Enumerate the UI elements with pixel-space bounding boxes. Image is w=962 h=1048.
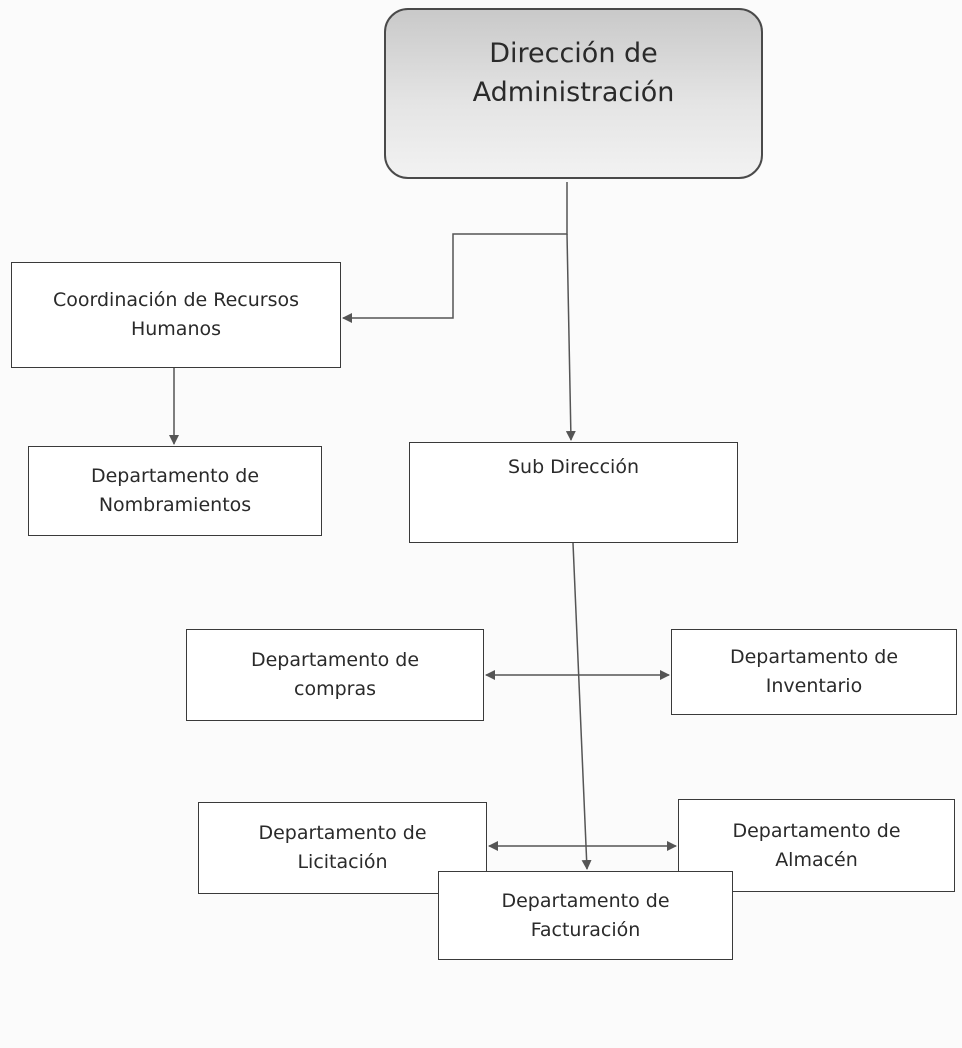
node-departamento-compras: Departamento de compras — [186, 629, 484, 721]
node-direccion-administracion: Dirección de Administración — [384, 8, 763, 179]
node-departamento-facturacion: Departamento de Facturación — [438, 871, 733, 960]
node-label-line1: Dirección de — [489, 38, 658, 69]
node-label-line1: Departamento de — [90, 465, 260, 487]
node-label-line1: Sub Dirección — [507, 456, 640, 478]
node-label-line2: Licitación — [297, 851, 388, 873]
node-label-line1: Departamento de — [732, 819, 901, 842]
node-label-line1: Departamento de — [729, 646, 899, 668]
node-label-line1: Coordinación de Recursos — [53, 289, 299, 311]
node-label-line2: Administración — [472, 77, 675, 108]
node-label-line2: Nombramientos — [98, 494, 252, 516]
node-departamento-nombramientos: Departamento de Nombramientos — [28, 446, 322, 536]
node-label-line1: Departamento de — [501, 889, 670, 912]
node-coordinacion-recursos-humanos: Coordinación de Recursos Humanos — [11, 262, 341, 368]
node-label-line2: compras — [294, 678, 376, 700]
node-departamento-inventario: Departamento de Inventario — [671, 629, 957, 715]
connector-direccion-to-subdireccion — [565, 233, 576, 441]
node-label-line1: Departamento de — [250, 649, 420, 671]
node-label-line2: Humanos — [130, 318, 222, 340]
node-label-line2: Inventario — [765, 675, 863, 697]
connector-subdireccion-to-facturacion — [572, 542, 592, 870]
connector-direccion-to-rrhh — [342, 182, 568, 323]
node-label-line1: Departamento de — [258, 822, 427, 844]
node-sub-direccion: Sub Dirección — [409, 442, 738, 543]
node-label-line2: Almacén — [775, 848, 858, 871]
node-label-line2: Facturación — [530, 918, 641, 941]
